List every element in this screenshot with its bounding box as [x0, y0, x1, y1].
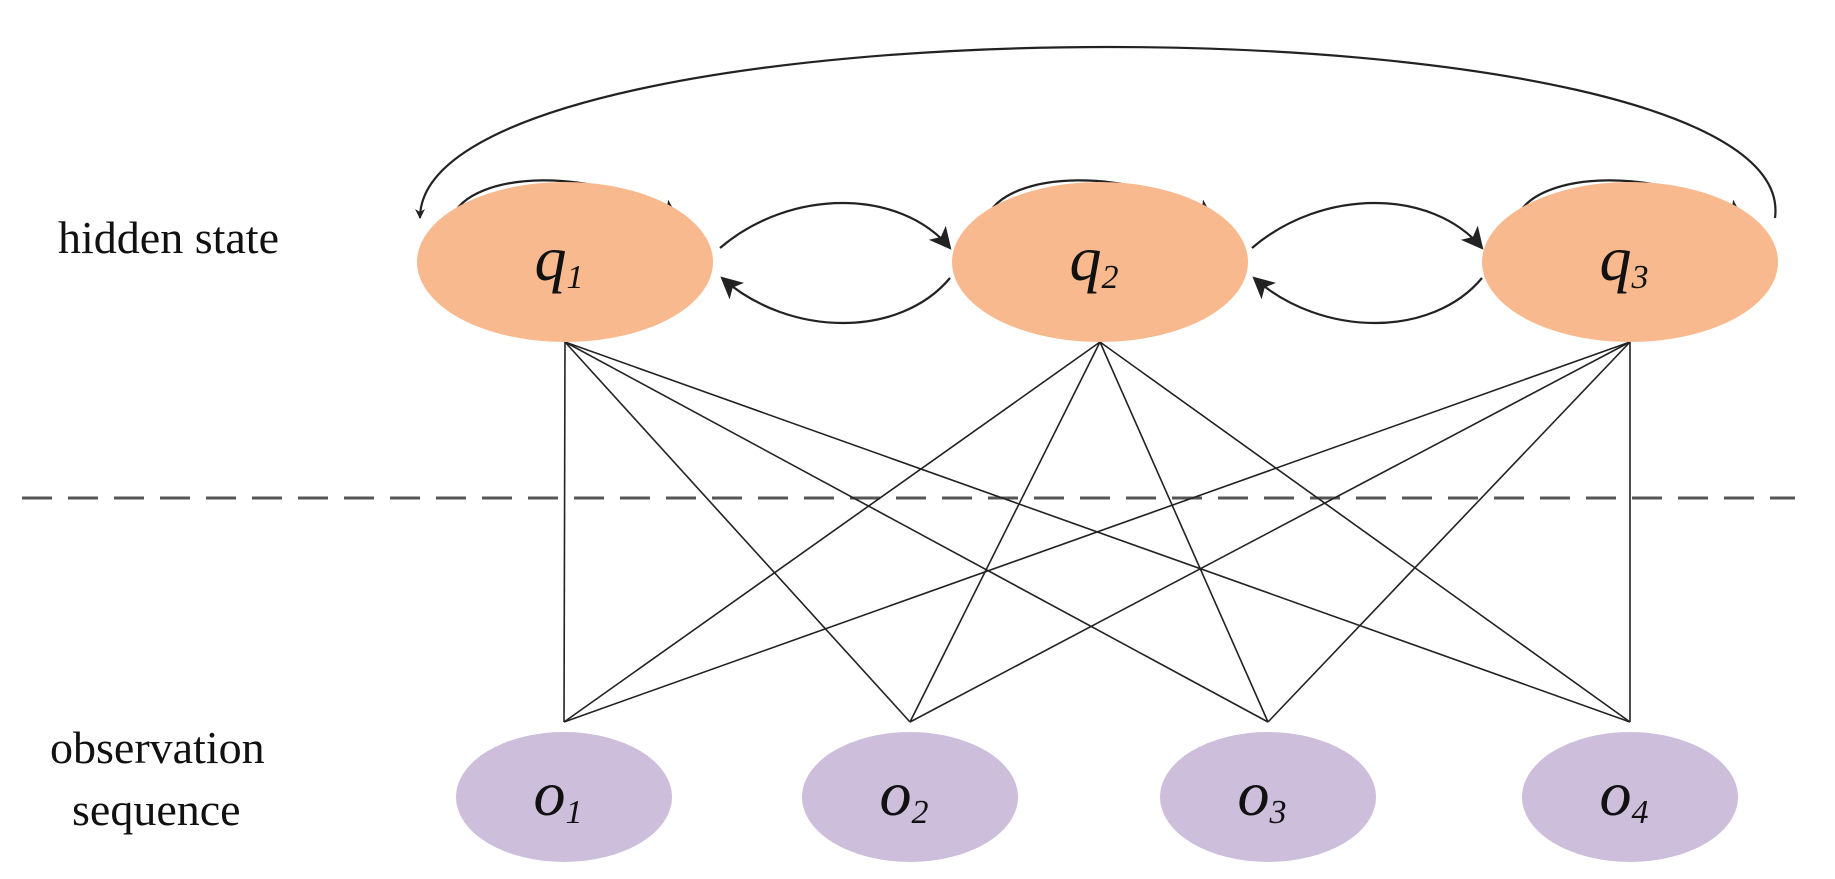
hidden-state-index-q3: 3	[1631, 259, 1649, 296]
emission-edge-q2-o2	[909, 341, 1101, 723]
observation-ellipse-o4	[1522, 732, 1738, 862]
observation-label-o3: o3	[1238, 758, 1287, 831]
hidden-state-label-q3: q3	[1600, 223, 1649, 296]
observation-ellipse-o3	[1160, 732, 1376, 862]
hidden-state-label-q1: q1	[535, 223, 584, 296]
transition-arcs	[415, 45, 1777, 324]
observation-label-o4: o4	[1600, 758, 1649, 831]
emission-edge-q1-o3	[564, 341, 1269, 723]
transition-arc-q3-q2	[1252, 276, 1483, 324]
hidden-state-symbol-q3: q	[1600, 223, 1632, 294]
observation-symbol-o3: o	[1238, 758, 1270, 829]
hidden-state-ellipse-q1	[417, 182, 713, 342]
observation-ellipse-o1	[456, 732, 672, 862]
observation-label-line2: sequence	[72, 784, 241, 835]
emission-edge-q1-o2	[564, 341, 911, 723]
emission-edge-q2-o4	[1099, 341, 1631, 723]
hidden-state-symbol-q1: q	[535, 223, 567, 294]
emission-edge-q3-o3	[1267, 341, 1631, 723]
observation-symbol-o2: o	[880, 758, 912, 829]
observation-index-o4: 4	[1632, 794, 1649, 831]
observation-symbol-o4: o	[1600, 758, 1632, 829]
hidden-state-symbol-q2: q	[1070, 223, 1102, 294]
hidden-state-ellipse-q2	[952, 182, 1248, 342]
transition-arc-q3-q1	[415, 45, 1777, 219]
emission-edge-q2-o3	[1099, 341, 1269, 723]
transition-arc-q2-q1	[720, 276, 951, 324]
emission-edge-q1-o1	[563, 341, 566, 723]
observation-node-o2: o2	[802, 732, 1018, 862]
hidden-state-ellipse-q3	[1482, 182, 1778, 342]
observation-node-o3: o3	[1160, 732, 1376, 862]
observation-node-o1: o1	[456, 732, 672, 862]
emission-edge-q3-o2	[909, 341, 1631, 723]
observation-ellipse-o2	[802, 732, 1018, 862]
emission-edges	[563, 341, 1631, 723]
hidden-state-index-q1: 1	[567, 259, 584, 296]
hidden-state-node-q1: q1	[417, 182, 713, 342]
hidden-state-label: hidden state	[58, 212, 279, 263]
emission-edge-q3-o1	[563, 341, 1631, 723]
observation-label-line1: observation	[50, 722, 265, 773]
observation-symbol-o1: o	[534, 758, 566, 829]
transition-arc-q1-q2	[719, 202, 952, 250]
observation-label-o1: o1	[534, 758, 583, 831]
observation-label-o2: o2	[880, 758, 929, 831]
hidden-state-label-q2: q2	[1070, 223, 1119, 296]
transition-arc-q2-q3	[1251, 202, 1484, 250]
observation-index-o2: 2	[912, 794, 929, 831]
emission-edge-q2-o1	[563, 341, 1101, 723]
observation-index-o1: 1	[566, 794, 583, 831]
observation-index-o3: 3	[1269, 794, 1287, 831]
hidden-state-node-q3: q3	[1482, 182, 1778, 342]
observation-node-o4: o4	[1522, 732, 1738, 862]
hidden-state-node-q2: q2	[952, 182, 1248, 342]
hidden-state-index-q2: 2	[1102, 259, 1119, 296]
